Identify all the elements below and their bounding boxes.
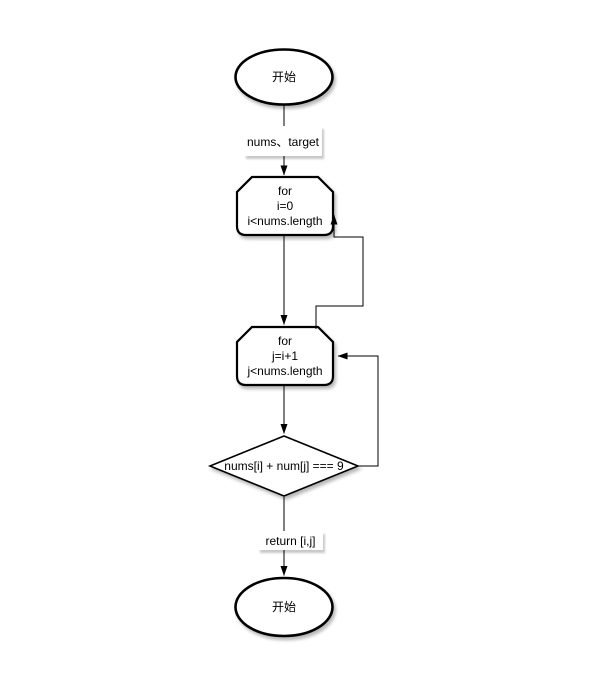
start-node-label: 开始: [271, 70, 296, 84]
end-node-label: 开始: [271, 599, 296, 614]
loop-i-node-shape: [235, 175, 335, 237]
loop-i-line-3: i<nums.length: [247, 213, 323, 228]
loop-j-line-1: for: [277, 333, 292, 348]
end-node-shape: [234, 576, 334, 638]
condition-node-shape: [207, 435, 361, 497]
start-node-shape: [234, 48, 334, 106]
loop-i-line-2: i=0: [276, 198, 294, 213]
edge-condition-back-to-loop-j: [337, 352, 379, 467]
return-edge-label: return [i,j]: [258, 531, 323, 550]
loop-j-node-label: for j=i+1 j<nums.length: [237, 327, 333, 385]
loop-j-node-shape: [235, 325, 335, 387]
loop-j-line-2: j=i+1: [271, 348, 299, 363]
loop-i-line-1: for: [277, 183, 292, 198]
input-edge-label: nums、target: [244, 126, 322, 156]
loop-i-node-label: for i=0 i<nums.length: [237, 177, 333, 235]
condition-node-label: nums[i] + num[j] === 9: [224, 458, 344, 473]
loop-j-line-3: j<nums.length: [247, 363, 323, 378]
edge-loop-j-back-to-loop-i: [315, 214, 364, 329]
